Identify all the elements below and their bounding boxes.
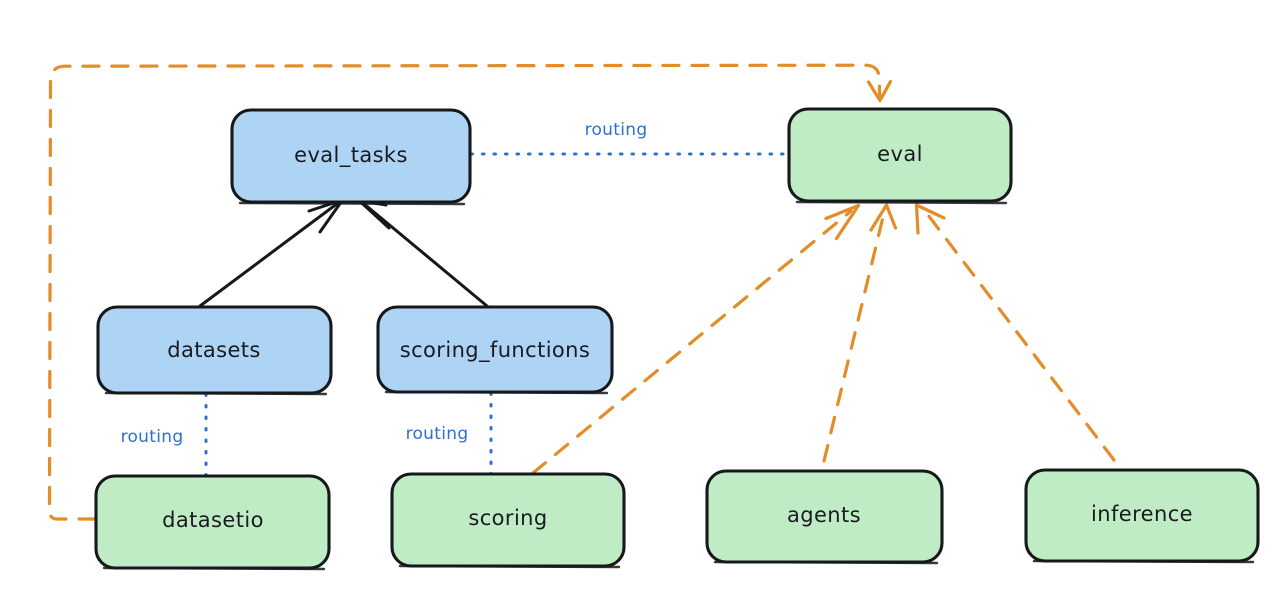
node-label-datasetio: datasetio — [162, 508, 264, 532]
node-label-scoring: scoring — [468, 506, 547, 530]
edge-scoring-to-eval — [531, 203, 861, 475]
arrowhead-scoring-eval — [824, 203, 861, 241]
edge-datasets-to-datasetio: routing — [121, 392, 208, 478]
arrowhead-agents-eval — [869, 203, 898, 232]
node-label-eval-tasks: eval_tasks — [294, 143, 408, 168]
edge-eval-tasks-to-eval: routing — [469, 120, 790, 156]
arrowhead-inference-eval — [914, 203, 946, 235]
edge-label-routing-scoring-functions: routing — [406, 424, 469, 444]
edge-inference-to-eval — [914, 203, 1116, 462]
edge-datasets-to-eval-tasks — [198, 198, 344, 308]
edge-agents-to-eval — [822, 203, 898, 463]
node-label-inference: inference — [1091, 502, 1193, 526]
edge-datasetio-to-eval — [47, 63, 893, 521]
node-eval-tasks[interactable]: eval_tasks — [230, 108, 472, 206]
arrowhead-datasetio-eval — [866, 79, 893, 103]
edge-label-routing-datasets: routing — [121, 427, 184, 447]
node-inference[interactable]: inference — [1024, 468, 1260, 564]
node-eval[interactable]: eval — [787, 107, 1013, 205]
node-label-datasets: datasets — [167, 338, 261, 362]
edge-scoring-functions-to-eval-tasks — [357, 199, 489, 308]
node-datasets[interactable]: datasets — [96, 305, 333, 396]
node-layer: eval_tasks eval datasets scoring_functio… — [94, 107, 1260, 571]
node-scoring[interactable]: scoring — [390, 472, 626, 569]
edge-layer: routing routing routing — [47, 63, 1116, 521]
node-label-eval: eval — [877, 142, 923, 166]
edge-scoring-functions-to-scoring: routing — [406, 391, 493, 476]
node-scoring-functions[interactable]: scoring_functions — [376, 305, 614, 395]
node-agents[interactable]: agents — [705, 469, 944, 565]
node-label-agents: agents — [787, 503, 861, 527]
edge-label-routing-eval-tasks: routing — [585, 120, 648, 140]
arrowhead-datasets-eval-tasks — [307, 198, 344, 234]
node-datasetio[interactable]: datasetio — [94, 474, 331, 571]
node-label-scoring-functions: scoring_functions — [400, 338, 590, 363]
